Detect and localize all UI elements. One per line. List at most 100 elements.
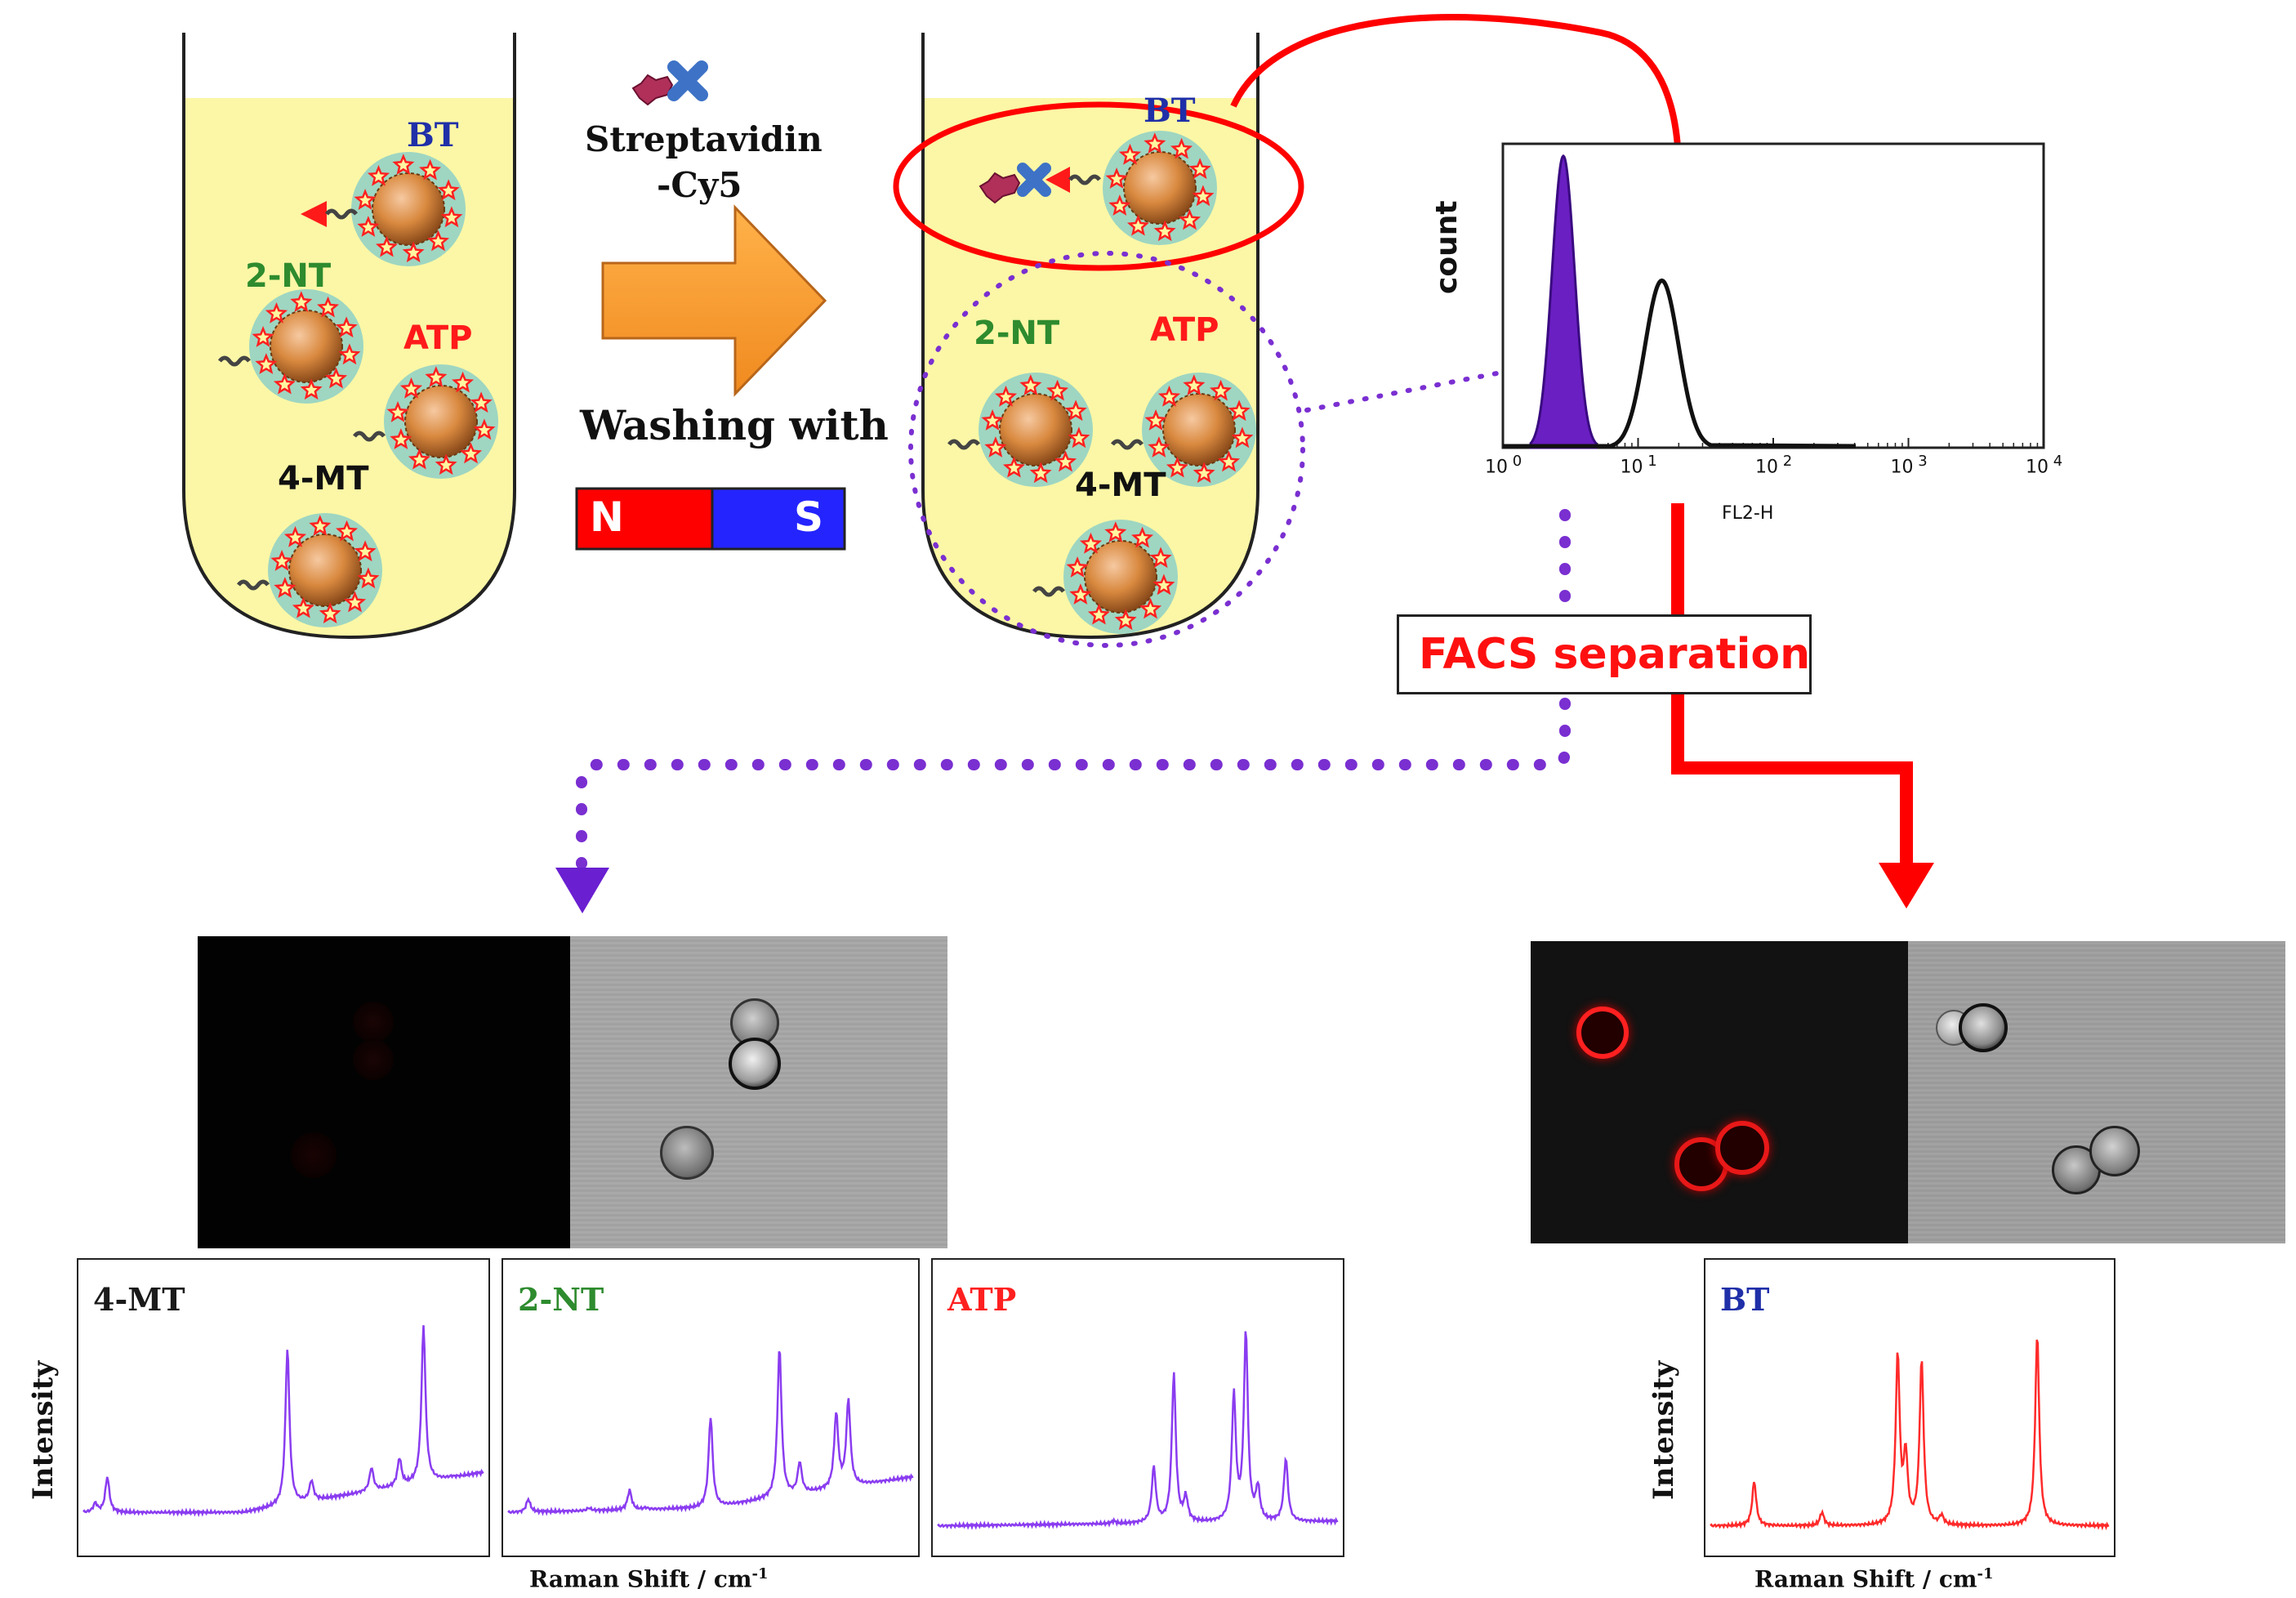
histogram-tick-exp: 1 bbox=[1643, 453, 1657, 470]
raman-reporter-star bbox=[1210, 379, 1233, 401]
spectrum-panel-bt: BT bbox=[1704, 1258, 2115, 1557]
raman-reporter-star bbox=[1104, 521, 1127, 542]
spectra-xlabel-right: Raman Shift / cm-1 bbox=[1754, 1567, 1994, 1591]
raman-reporter-star bbox=[300, 378, 323, 400]
spectrum-title-2nt: 2-NT bbox=[518, 1281, 604, 1318]
faint-cell bbox=[291, 1132, 337, 1178]
spectra-ylabel-right: Intensity bbox=[1647, 1360, 1680, 1500]
process-arrow-icon bbox=[601, 204, 827, 397]
histogram-series-filled bbox=[1529, 154, 1598, 449]
raman-reporter-star bbox=[1157, 385, 1181, 407]
raman-reporter-star bbox=[425, 366, 448, 387]
raman-reporter-star bbox=[1188, 158, 1211, 180]
histogram-tick-label: 10 1 bbox=[1621, 454, 1657, 476]
magnet-bar bbox=[575, 487, 846, 551]
raman-reporter-star bbox=[435, 453, 457, 475]
histogram-tick-base: 10 bbox=[2026, 457, 2049, 478]
raman-reporter-star bbox=[335, 316, 358, 338]
linker-squiggle bbox=[325, 208, 358, 220]
remaining-particles-circle bbox=[908, 251, 1305, 648]
histogram-ylabel: count bbox=[1430, 200, 1464, 294]
raman-reporter-star bbox=[290, 291, 313, 312]
linker-squiggle bbox=[1111, 439, 1144, 450]
raman-reporter-star bbox=[1046, 379, 1069, 401]
raman-reporter-star bbox=[324, 367, 348, 389]
raman-reporter-star bbox=[375, 235, 398, 257]
magnet-south-label: S bbox=[794, 493, 824, 541]
gold-core bbox=[1084, 540, 1157, 614]
cell bbox=[729, 1038, 781, 1090]
spectrum-panel-2nt: 2-NT bbox=[502, 1258, 920, 1557]
cell bbox=[1959, 1003, 2008, 1052]
gold-core bbox=[404, 385, 478, 458]
raman-reporter-star bbox=[357, 216, 380, 237]
raman-reporter-star bbox=[473, 418, 496, 440]
raman-reporter-star bbox=[252, 326, 274, 347]
right-brightfield-image bbox=[1908, 941, 2285, 1243]
raman-reporter-star bbox=[1126, 214, 1149, 236]
faint-cell bbox=[353, 1039, 394, 1080]
histogram-tick-exp: 2 bbox=[1778, 453, 1793, 470]
raman-reporter-star bbox=[386, 401, 409, 422]
raman-reporter-star bbox=[1002, 456, 1025, 478]
raman-reporter-star bbox=[270, 550, 293, 571]
raman-reporter-star bbox=[1105, 167, 1128, 189]
raman-reporter-star bbox=[981, 409, 1004, 431]
raman-reporter-star bbox=[1019, 374, 1042, 395]
raman-reporter-star bbox=[408, 448, 430, 470]
tube2-label-4mt: 4-MT bbox=[1075, 466, 1166, 504]
fluorescent-cell bbox=[1715, 1121, 1769, 1175]
histogram-tick-exp: 3 bbox=[1913, 453, 1928, 470]
gold-core bbox=[372, 172, 445, 246]
nanoparticle bbox=[353, 364, 498, 479]
cell bbox=[2089, 1126, 2140, 1176]
purple-dotted-arrow bbox=[1304, 368, 1512, 413]
raman-reporter-star bbox=[1079, 532, 1103, 554]
histogram-tick-base: 10 bbox=[1890, 457, 1914, 478]
histogram-tick-base: 10 bbox=[1620, 457, 1643, 478]
histogram-tick-label: 10 2 bbox=[1755, 454, 1792, 476]
tube1-label-4mt: 4-MT bbox=[278, 460, 369, 498]
histogram-tick-exp: 0 bbox=[1508, 453, 1522, 470]
histogram-tick-label: 10 4 bbox=[2026, 454, 2062, 476]
histogram-tick-exp: 4 bbox=[2049, 453, 2063, 470]
raman-reporter-star bbox=[437, 179, 460, 201]
raman-reporter-star bbox=[1166, 456, 1188, 478]
purple-dotted-path bbox=[576, 509, 1571, 872]
cell bbox=[660, 1126, 714, 1180]
raman-reporter-star bbox=[1231, 426, 1254, 449]
spectra-xlabel-right-exp: -1 bbox=[1977, 1565, 1994, 1582]
raman-reporter-star bbox=[392, 154, 415, 175]
histogram-series-outline bbox=[1503, 278, 1857, 449]
raman-reporter-star bbox=[1069, 583, 1092, 605]
raman-reporter-star bbox=[1148, 436, 1170, 458]
linker-squiggle bbox=[237, 579, 270, 591]
raman-reporter-star bbox=[1170, 137, 1193, 159]
raman-reporter-star bbox=[319, 602, 341, 624]
raman-reporter-star bbox=[1131, 526, 1154, 548]
spectra-xlabel-left-exp: -1 bbox=[751, 1565, 769, 1582]
histogram-xlabel: FL2-H bbox=[1722, 503, 1774, 524]
tube1-label-bt: BT bbox=[407, 116, 459, 154]
raman-reporter-star bbox=[1178, 208, 1201, 230]
nanoparticle bbox=[237, 513, 382, 627]
magnet-north-label: N bbox=[590, 493, 624, 541]
bound-complex-icon bbox=[979, 163, 1101, 204]
raman-reporter-star bbox=[367, 164, 390, 186]
right-fluorescence-image bbox=[1531, 941, 1908, 1243]
raman-reporter-star bbox=[1144, 409, 1167, 431]
raman-reporter-star bbox=[1228, 400, 1251, 422]
histogram-tick-label: 10 3 bbox=[1891, 454, 1928, 476]
spectra-xlabel-right-base: Raman Shift / cm bbox=[1754, 1565, 1977, 1593]
raman-reporter-star bbox=[255, 353, 278, 374]
raman-reporter-star bbox=[459, 442, 483, 464]
raman-spectrum-line bbox=[1710, 1339, 2110, 1531]
gold-core bbox=[1162, 393, 1236, 466]
raman-spectrum-line bbox=[82, 1325, 484, 1518]
raman-reporter-star bbox=[1054, 450, 1077, 472]
raman-reporter-star bbox=[1108, 194, 1131, 216]
spectrum-title-atp: ATP bbox=[947, 1281, 1017, 1318]
raman-reporter-star bbox=[470, 391, 493, 413]
